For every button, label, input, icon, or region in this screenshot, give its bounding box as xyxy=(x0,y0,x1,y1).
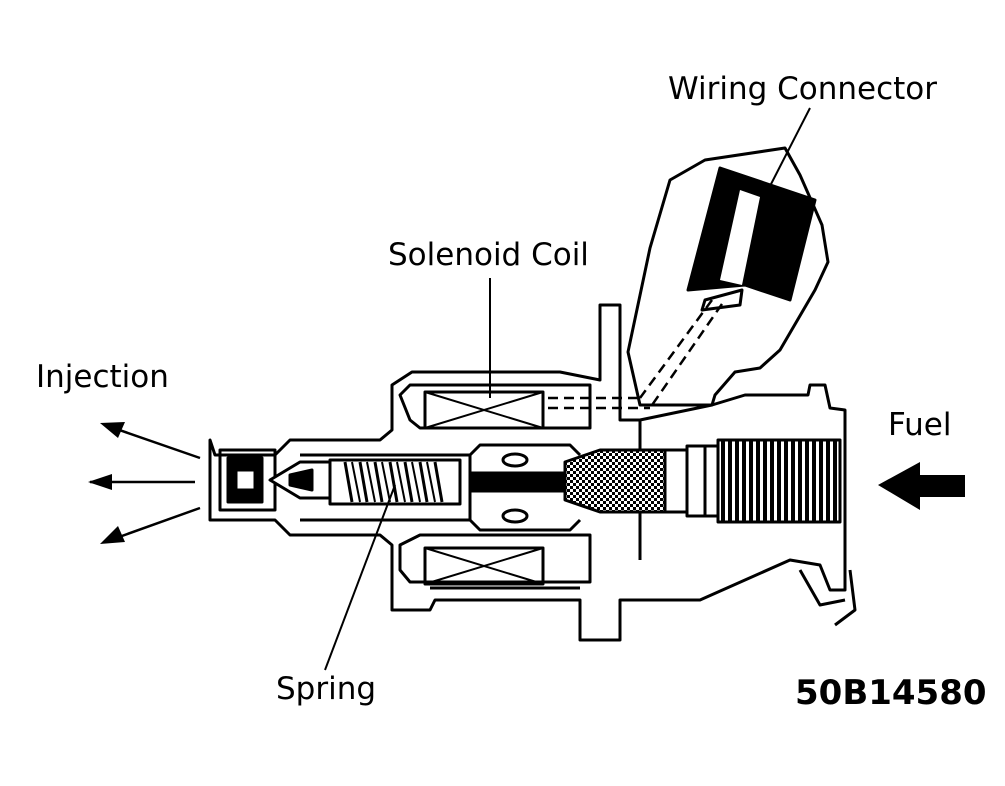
solenoid-coil-lower xyxy=(423,546,545,586)
plunger-rod xyxy=(468,471,572,493)
arrow-down-left-icon xyxy=(100,526,125,544)
spring xyxy=(328,458,462,506)
arrow-up-left-icon xyxy=(100,422,125,438)
label-spring: Spring xyxy=(276,671,377,707)
solenoid-coil-upper xyxy=(423,390,545,430)
fuel-filter xyxy=(563,444,707,518)
leader-wiring-connector xyxy=(767,107,811,191)
arrow-left-icon xyxy=(88,474,112,490)
leader-spring xyxy=(324,484,396,671)
injector-body xyxy=(208,303,857,642)
label-injection: Injection xyxy=(36,359,169,395)
label-wiring-connector: Wiring Connector xyxy=(668,71,938,107)
armature-bosses xyxy=(501,452,529,524)
label-solenoid-coil: Solenoid Coil xyxy=(388,237,589,273)
threaded-fuel-inlet xyxy=(703,438,842,524)
label-fuel: Fuel xyxy=(888,407,952,443)
wire-path xyxy=(548,299,724,410)
leader-lines xyxy=(324,107,811,671)
arrowheads xyxy=(88,422,965,544)
wiring-connector-housing xyxy=(626,146,830,407)
fuel-inlet-arrow-icon xyxy=(878,462,965,510)
figure-code: 50B14580 xyxy=(795,673,987,713)
